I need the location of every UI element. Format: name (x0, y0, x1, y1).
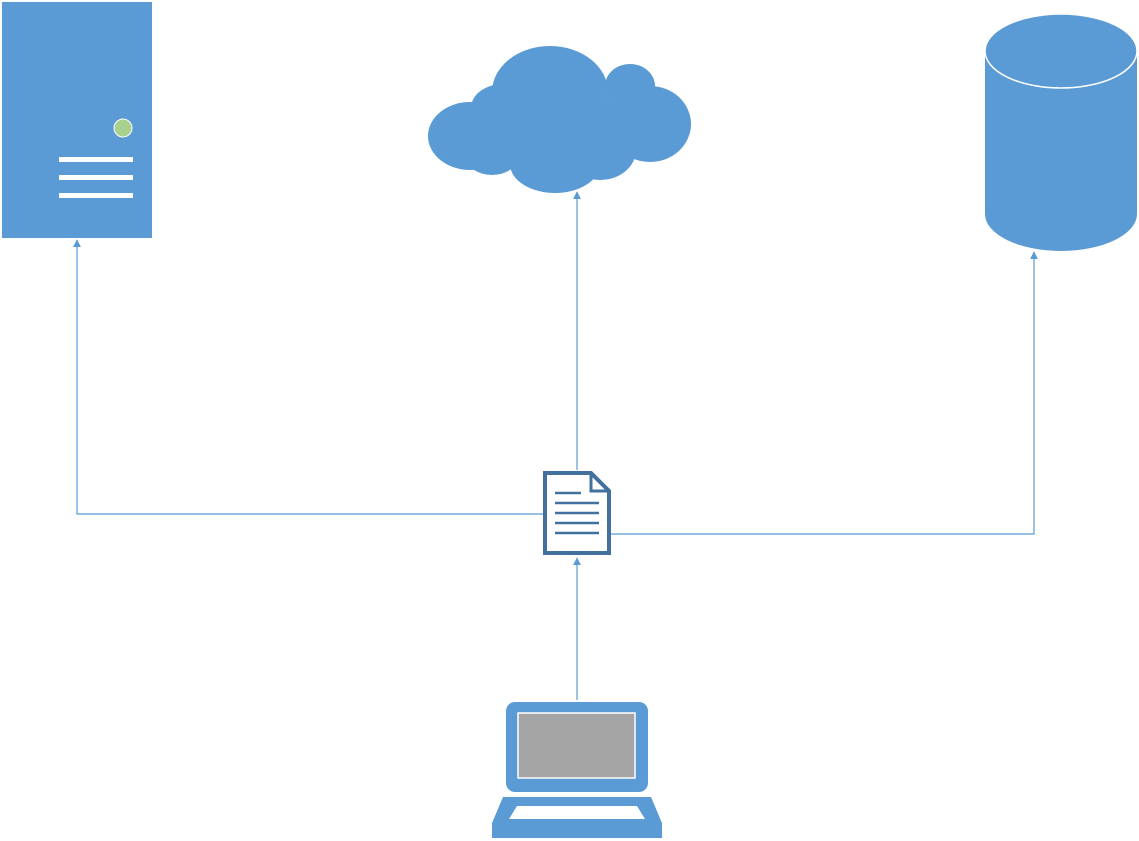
connector-document-to-server[interactable] (73, 239, 543, 515)
connector-document-to-database[interactable] (611, 251, 1038, 535)
server-led-icon (113, 118, 133, 138)
database-body (985, 51, 1137, 251)
server-slot (59, 193, 133, 198)
database-top (984, 13, 1138, 89)
server-slot (59, 175, 133, 180)
database-icon[interactable] (984, 13, 1138, 251)
connectors (73, 191, 1038, 700)
laptop-icon[interactable] (492, 702, 662, 838)
laptop-screen (517, 712, 636, 779)
server-body (2, 2, 152, 238)
server-icon[interactable] (2, 2, 152, 238)
document-lines (555, 491, 599, 535)
document-fold (589, 473, 609, 493)
cloud-icon[interactable] (428, 46, 691, 193)
document-icon[interactable] (543, 471, 611, 555)
server-slot (59, 157, 133, 162)
laptop-keyboard (509, 806, 645, 819)
